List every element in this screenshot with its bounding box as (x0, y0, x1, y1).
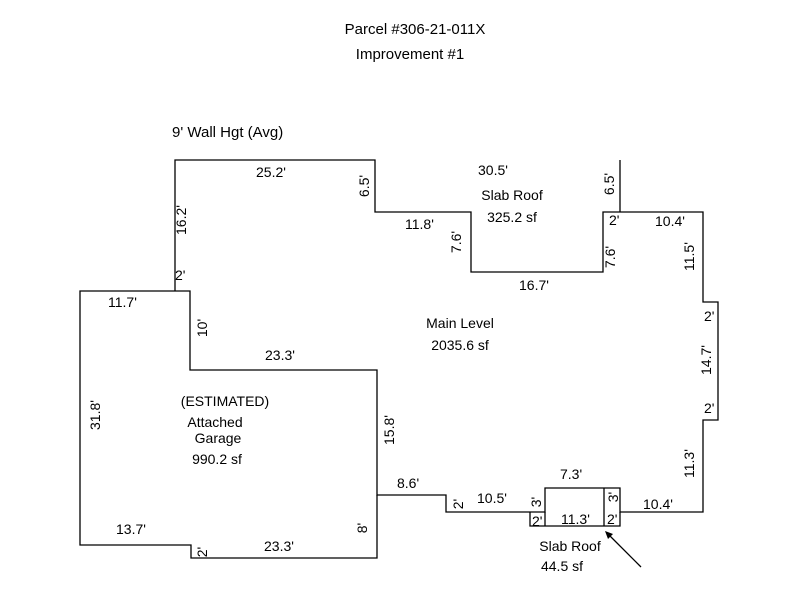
dimension-label: 7.6' (448, 230, 464, 254)
dimension-label: 30.5' (478, 162, 508, 178)
dimension-label: 15.8' (381, 415, 397, 445)
dimension-label: 2' (704, 400, 715, 416)
garage-estimated-label: (ESTIMATED) (180, 393, 270, 409)
dimension-label: 3' (528, 496, 544, 508)
garage-outline (79, 290, 378, 559)
dimension-label: 2' (450, 498, 466, 510)
dimension-label: 6.5' (356, 174, 372, 198)
dimension-label: 13.7' (116, 521, 146, 537)
garage-name-line2: Garage (194, 430, 242, 446)
dimension-label: 6.5' (601, 172, 617, 196)
parcel-title: Parcel #306-21-011X (344, 21, 486, 38)
dimension-label: 31.8' (87, 400, 103, 430)
dimension-label: 23.3' (265, 347, 295, 363)
improvement-title: Improvement #1 (355, 46, 465, 63)
main-level-name: Main Level (426, 315, 494, 331)
slab-roof-bottom-name: Slab Roof (539, 538, 601, 554)
dimension-label: 11.7' (108, 294, 137, 310)
wall-height-label: 9' Wall Hgt (Avg) (172, 124, 284, 141)
dimension-label: 3' (605, 491, 621, 503)
dimension-label: 16.2' (173, 205, 189, 235)
dimension-label: 7.3' (560, 466, 583, 482)
dimension-label: 8.6' (397, 475, 420, 491)
dimension-label: 2' (175, 267, 186, 283)
dimension-label: 2' (704, 308, 715, 324)
dimension-label: 8' (354, 522, 370, 534)
slab-roof-bottom-outline (529, 512, 621, 527)
slab-roof-bottom-area: 44.5 sf (540, 558, 584, 574)
arrow-head-icon (605, 531, 613, 539)
garage-area: 990.2 sf (192, 451, 242, 467)
dimension-label: 10.5' (477, 490, 507, 506)
dimension-label: 11.5' (681, 242, 697, 271)
building-outline (174, 159, 719, 513)
dimension-label: 11.3' (681, 449, 697, 478)
dimension-label: 2' (607, 511, 618, 527)
dimension-label: 16.7' (519, 277, 549, 293)
dimension-label: 7.6' (602, 245, 618, 269)
dimension-label: 2' (194, 546, 210, 558)
main-level-area: 2035.6 sf (431, 337, 489, 353)
dimension-label: 11.8' (405, 216, 434, 232)
dimension-label: 10.4' (655, 213, 685, 229)
dimension-label: 2' (609, 212, 620, 228)
arrow-leader (606, 532, 642, 568)
dimension-label: 23.3' (264, 538, 294, 554)
slab-roof-top-name: Slab Roof (481, 187, 543, 203)
dimension-label: 11.3' (561, 511, 590, 527)
dimension-label: 10' (194, 318, 210, 338)
dimension-label: 10.4' (643, 496, 673, 512)
dimension-label: 2' (532, 513, 543, 529)
dimension-label: 14.7' (698, 345, 714, 375)
dimension-label: 25.2' (256, 164, 286, 180)
slab-roof-top-area: 325.2 sf (487, 209, 537, 225)
garage-name-line1: Attached (187, 414, 243, 430)
